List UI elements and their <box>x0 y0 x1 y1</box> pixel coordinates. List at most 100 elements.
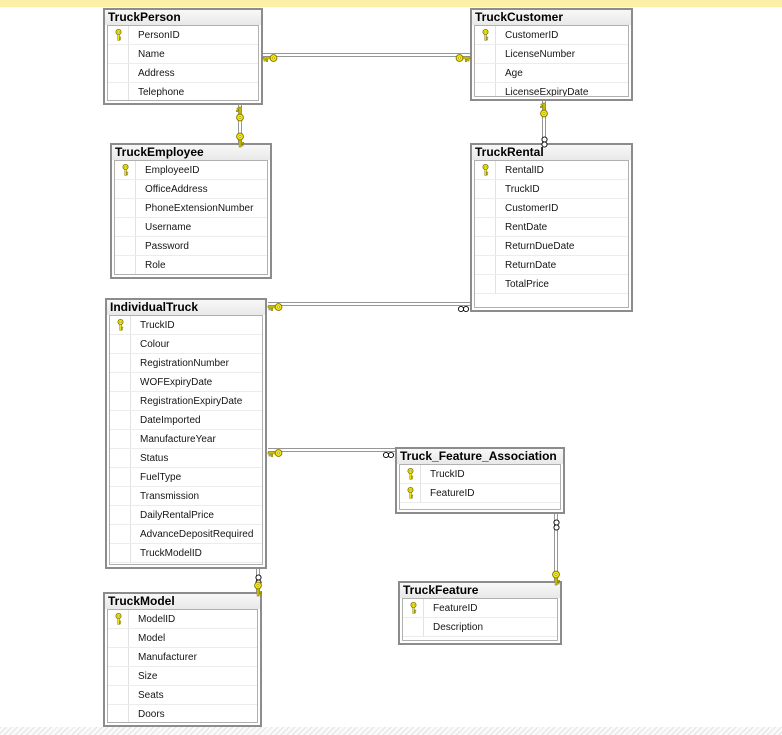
column-row-OfficeAddress[interactable]: OfficeAddress <box>115 180 267 199</box>
column-row-Transmission[interactable]: Transmission <box>110 487 262 506</box>
column-row-CustomerID[interactable]: CustomerID <box>475 26 628 45</box>
empty-key-cell <box>475 237 496 255</box>
relationship-Truck_Feature_Association-TruckFeature[interactable] <box>554 514 558 581</box>
relationship-TruckCustomer-TruckRental[interactable] <box>542 101 546 143</box>
column-row-Description[interactable]: Description <box>403 618 557 637</box>
column-name: Manufacturer <box>138 651 197 663</box>
column-row-Role[interactable]: Role <box>115 256 267 274</box>
column-row-Username[interactable]: Username <box>115 218 267 237</box>
column-name: Colour <box>140 338 170 350</box>
column-name: Username <box>145 221 192 233</box>
column-row-TotalPrice[interactable]: TotalPrice <box>475 275 628 294</box>
table-title[interactable]: TruckModel <box>105 594 260 609</box>
table-title[interactable]: TruckCustomer <box>472 10 631 25</box>
column-name: LicenseNumber <box>505 48 576 60</box>
column-name: EmployeeID <box>145 164 200 176</box>
column-row-ReturnDate[interactable]: ReturnDate <box>475 256 628 275</box>
primary-key-icon <box>400 465 421 483</box>
table-title[interactable]: Truck_Feature_Association <box>397 449 563 464</box>
empty-key-cell <box>108 667 129 685</box>
relationship-IndividualTruck-TruckRental[interactable] <box>268 302 470 306</box>
column-row-Address[interactable]: Address <box>108 64 258 83</box>
empty-key-cell <box>110 373 131 391</box>
column-row-Name[interactable]: Name <box>108 45 258 64</box>
empty-key-cell <box>110 525 131 543</box>
column-row-LicenseExpiryDate[interactable]: LicenseExpiryDate <box>475 83 628 96</box>
column-row-Seats[interactable]: Seats <box>108 686 257 705</box>
empty-key-cell <box>475 199 496 217</box>
column-row-DateImported[interactable]: DateImported <box>110 411 262 430</box>
column-row-LicenseNumber[interactable]: LicenseNumber <box>475 45 628 64</box>
many-infinity-endpoint-icon <box>550 516 563 531</box>
column-row-Password[interactable]: Password <box>115 237 267 256</box>
column-row-Telephone[interactable]: Telephone <box>108 83 258 100</box>
table-title[interactable]: TruckFeature <box>400 583 560 598</box>
column-row-Model[interactable]: Model <box>108 629 257 648</box>
many-infinity-endpoint-icon <box>252 571 265 586</box>
empty-key-cell <box>115 199 136 217</box>
primary-key-icon <box>110 316 131 334</box>
column-row-Colour[interactable]: Colour <box>110 335 262 354</box>
one-key-endpoint-icon <box>232 106 248 122</box>
column-row-WOFExpiryDate[interactable]: WOFExpiryDate <box>110 373 262 392</box>
column-name: TruckModelID <box>140 547 202 559</box>
empty-key-cell <box>110 487 131 505</box>
one-key-endpoint-icon <box>455 50 471 62</box>
column-row-Age[interactable]: Age <box>475 64 628 83</box>
column-row-TruckModelID[interactable]: TruckModelID <box>110 544 262 563</box>
column-name: Address <box>138 67 175 79</box>
top-edge-strip <box>0 0 782 7</box>
table-title[interactable]: TruckEmployee <box>112 145 270 160</box>
table-title[interactable]: TruckRental <box>472 145 631 160</box>
column-row-FeatureID[interactable]: FeatureID <box>400 484 560 503</box>
column-row-TruckID[interactable]: TruckID <box>475 180 628 199</box>
relationship-IndividualTruck-Truck_Feature_Association[interactable] <box>268 448 395 452</box>
column-row-DailyRentalPrice[interactable]: DailyRentalPrice <box>110 506 262 525</box>
column-row-RentDate[interactable]: RentDate <box>475 218 628 237</box>
column-name: RentalID <box>505 164 544 176</box>
column-row-ManufactureYear[interactable]: ManufactureYear <box>110 430 262 449</box>
column-row-RentalID[interactable]: RentalID <box>475 161 628 180</box>
column-name: RentDate <box>505 221 548 233</box>
column-name: FeatureID <box>430 487 475 499</box>
column-row-FuelType[interactable]: FuelType <box>110 468 262 487</box>
column-row-FeatureID[interactable]: FeatureID <box>403 599 557 618</box>
column-row-PhoneExtensionNumber[interactable]: PhoneExtensionNumber <box>115 199 267 218</box>
column-row-CustomerID[interactable]: CustomerID <box>475 199 628 218</box>
column-name: AdvanceDepositRequired <box>140 528 254 540</box>
column-row-RegistrationNumber[interactable]: RegistrationNumber <box>110 354 262 373</box>
column-row-PersonID[interactable]: PersonID <box>108 26 258 45</box>
column-row-Doors[interactable]: Doors <box>108 705 257 722</box>
column-row-EmployeeID[interactable]: EmployeeID <box>115 161 267 180</box>
table-title[interactable]: IndividualTruck <box>107 300 265 315</box>
relationship-TruckPerson-TruckCustomer[interactable] <box>263 53 470 57</box>
column-name: CustomerID <box>505 202 559 214</box>
column-row-Status[interactable]: Status <box>110 449 262 468</box>
column-row-ModelID[interactable]: ModelID <box>108 610 257 629</box>
relationship-TruckPerson-TruckEmployee[interactable] <box>238 105 242 143</box>
table-title[interactable]: TruckPerson <box>105 10 261 25</box>
column-name: Transmission <box>140 490 200 502</box>
empty-key-cell <box>110 468 131 486</box>
primary-key-icon <box>403 599 424 617</box>
column-row-TruckID[interactable]: TruckID <box>110 316 262 335</box>
column-row-AdvanceDepositRequired[interactable]: AdvanceDepositRequired <box>110 525 262 544</box>
column-row-TruckID[interactable]: TruckID <box>400 465 560 484</box>
column-row-RegistrationExpiryDate[interactable]: RegistrationExpiryDate <box>110 392 262 411</box>
column-name: Model <box>138 632 166 644</box>
column-row-Manufacturer[interactable]: Manufacturer <box>108 648 257 667</box>
many-infinity-endpoint-icon <box>457 300 470 313</box>
column-name: RegistrationNumber <box>140 357 229 369</box>
column-row-Size[interactable]: Size <box>108 667 257 686</box>
column-row-ReturnDueDate[interactable]: ReturnDueDate <box>475 237 628 256</box>
